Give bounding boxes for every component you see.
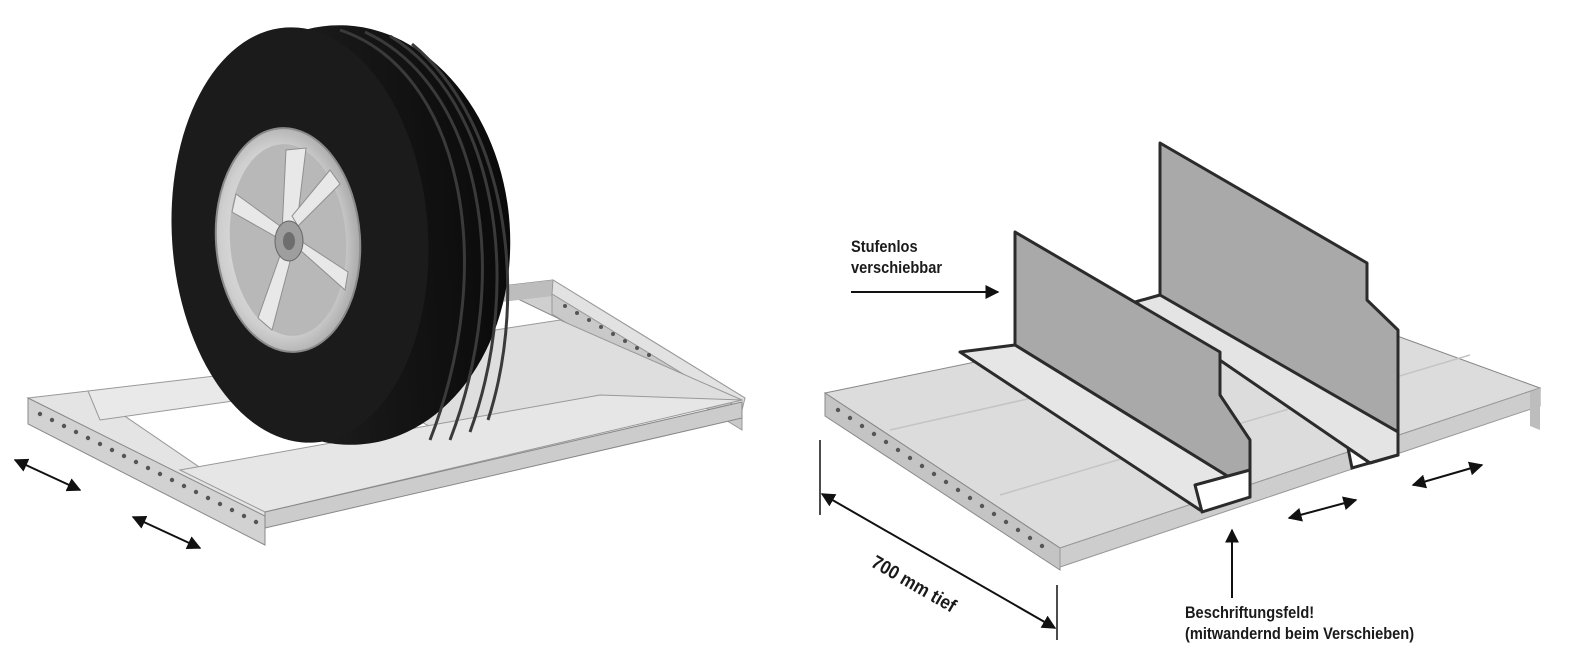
double-arrow-icon [1287, 496, 1358, 522]
label-stufenlos-line2: verschiebbar [851, 258, 943, 277]
divider-front [958, 230, 1252, 514]
label-beschriftungsfeld: Beschriftungsfeld! (mitwandernd beim Ver… [1185, 602, 1414, 644]
rim [214, 127, 362, 353]
divider-back [1133, 141, 1400, 470]
tyre-shelf-frame [26, 279, 746, 546]
tyre [171, 25, 511, 445]
double-arrow-icon [13, 458, 82, 492]
label-beschriftungsfeld-line1: Beschriftungsfeld! [1185, 603, 1315, 622]
label-stufenlos-line1: Stufenlos [851, 237, 918, 256]
label-stufenlos: Stufenlos verschiebbar [851, 236, 942, 278]
label-beschriftungsfeld-line2: (mitwandernd beim Verschieben) [1185, 624, 1415, 643]
depth-dimension [819, 440, 1058, 640]
divider-shelf [823, 141, 1542, 571]
double-arrow-icon [1411, 461, 1484, 489]
double-arrow-icon [131, 515, 202, 550]
